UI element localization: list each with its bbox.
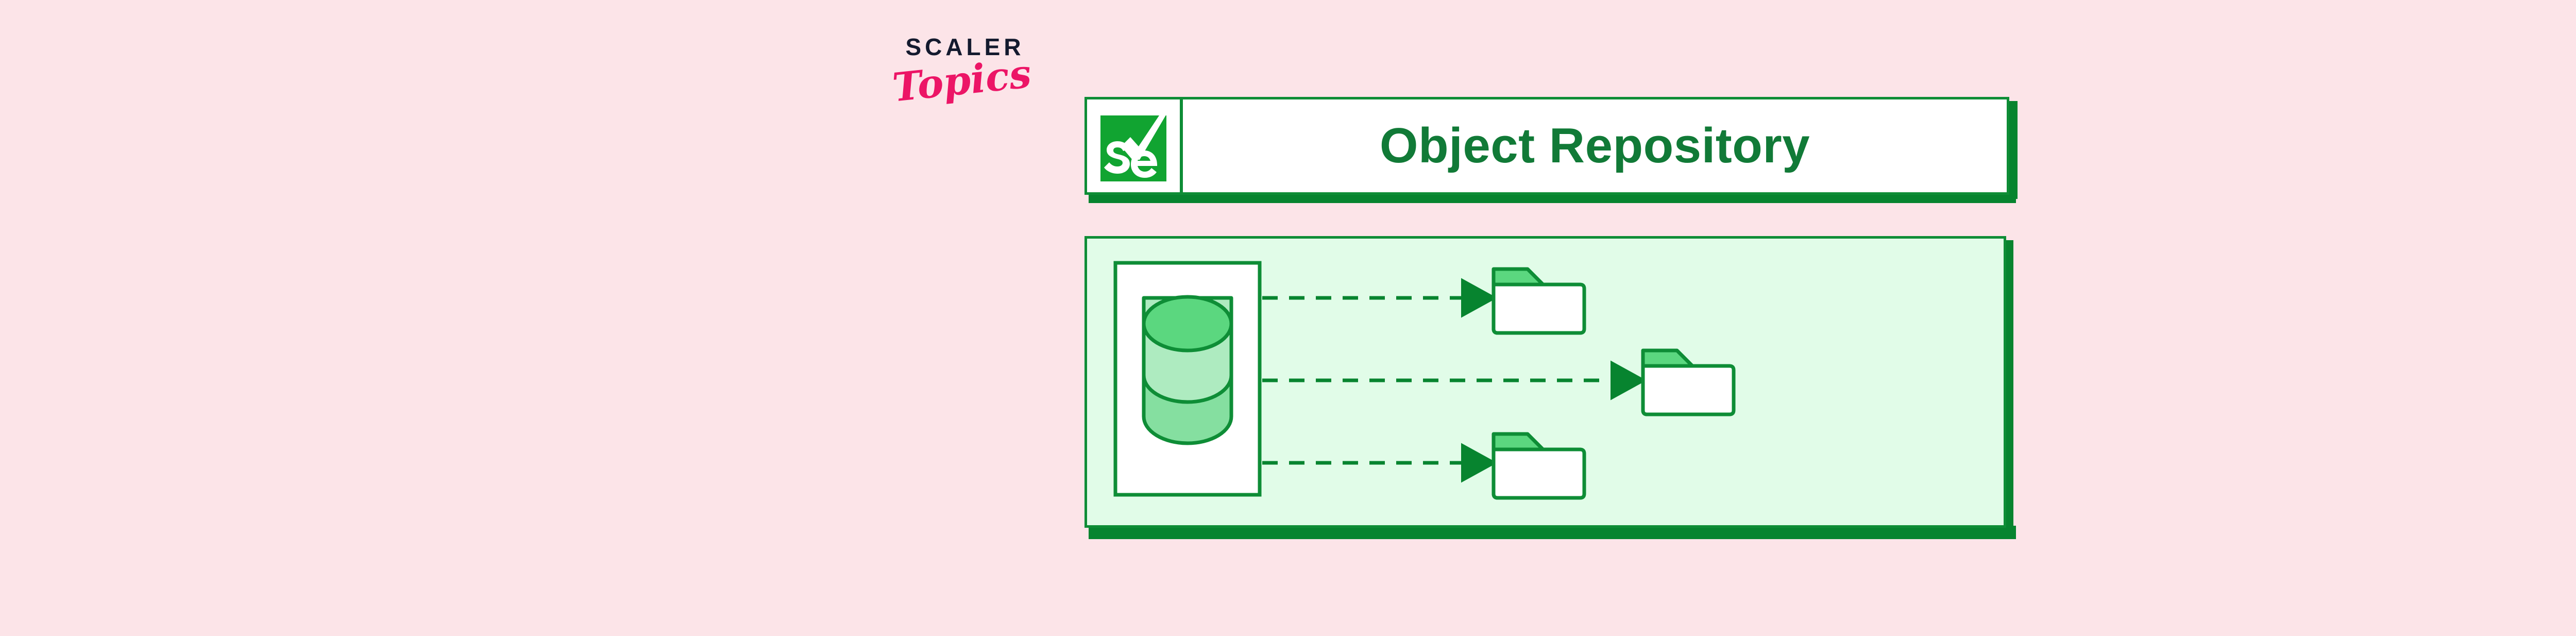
folder-bottom[interactable] — [1492, 432, 1586, 500]
page-title: Object Repository — [1379, 118, 1810, 173]
banner-box: Object Repository — [1084, 97, 2009, 195]
object-repository-diagram — [1113, 261, 1736, 500]
header-banner: Object Repository — [1084, 97, 2018, 203]
banner-accent-bar-right — [2009, 101, 2018, 199]
banner-accent-bar-bottom — [1089, 195, 2016, 203]
banner-title-cell: Object Repository — [1183, 99, 2007, 192]
banner-logo-cell — [1087, 99, 1183, 192]
selenium-logo-icon — [1100, 109, 1167, 181]
panel-accent-bar-bottom — [1089, 526, 2016, 539]
panel-accent-bar-right — [2006, 240, 2013, 529]
diagram-panel — [1084, 236, 2017, 540]
brand-wordmark-scaler: SCALER — [905, 34, 1025, 60]
folder-middle[interactable] — [1641, 348, 1736, 416]
brand-wordmark-topics: Topics — [890, 50, 1033, 111]
scaler-topics-logo: SCALER Topics — [888, 35, 1042, 133]
database-cylinder-icon — [1142, 295, 1233, 445]
folder-top[interactable] — [1492, 267, 1586, 335]
